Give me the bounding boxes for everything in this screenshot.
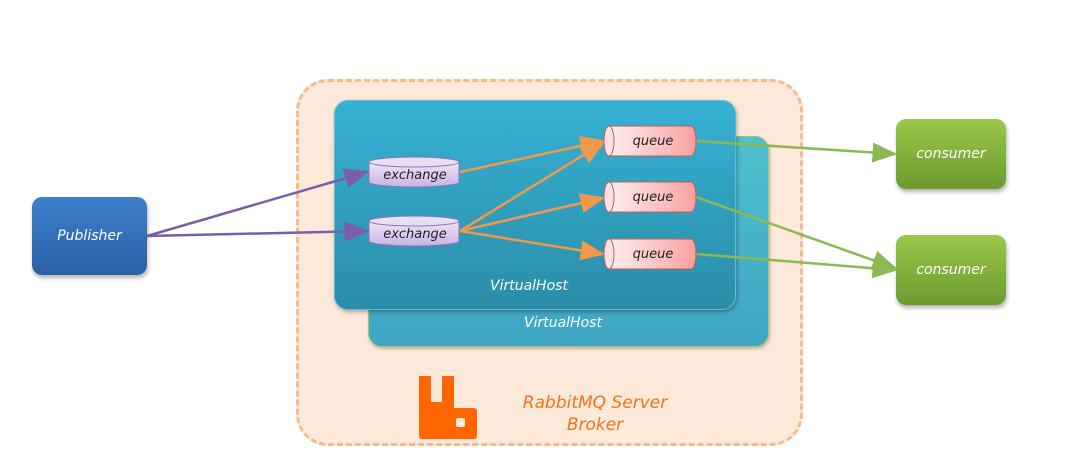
virtualhost-label: VirtualHost — [490, 278, 568, 294]
queue-label: queue — [632, 133, 674, 149]
consumer-label: consumer — [916, 262, 986, 278]
bind-edge — [459, 141, 606, 233]
consume-edge — [695, 252, 898, 279]
queue-label-wrap: queue — [607, 181, 699, 213]
consumer-node[interactable]: consumer — [896, 235, 1006, 305]
virtualhost-label: VirtualHost — [524, 315, 602, 331]
publish-edge — [146, 221, 370, 242]
rabbitmq-logo-icon — [419, 376, 477, 439]
consumer-label: consumer — [916, 146, 986, 162]
bind-edge — [459, 229, 606, 261]
exchange-label-wrap: exchange — [369, 158, 461, 190]
publisher-node[interactable]: Publisher — [32, 197, 147, 275]
broker-title-line2: Broker — [566, 415, 624, 435]
broker-title: RabbitMQ Server Broker — [500, 392, 690, 436]
exchange-node[interactable] — [368, 215, 460, 247]
broker-title-line1: RabbitMQ Server — [522, 393, 668, 413]
queue-label: queue — [632, 189, 674, 205]
consumer-node[interactable]: consumer — [896, 119, 1006, 189]
consume-edge — [695, 195, 898, 270]
publisher-label: Publisher — [57, 228, 122, 244]
queue-label-wrap: queue — [607, 125, 699, 157]
bind-edge — [459, 193, 606, 233]
queue-label-wrap: queue — [607, 238, 699, 270]
publish-edge — [146, 168, 370, 238]
exchange-label-wrap: exchange — [369, 217, 461, 249]
exchange-label: exchange — [383, 226, 447, 242]
consume-edge — [695, 139, 898, 163]
exchange-node[interactable] — [368, 156, 460, 188]
queue-label: queue — [632, 246, 674, 262]
exchange-label: exchange — [383, 167, 447, 183]
queue-node[interactable] — [603, 238, 697, 270]
queue-node[interactable] — [603, 125, 697, 157]
queue-node[interactable] — [603, 181, 697, 213]
